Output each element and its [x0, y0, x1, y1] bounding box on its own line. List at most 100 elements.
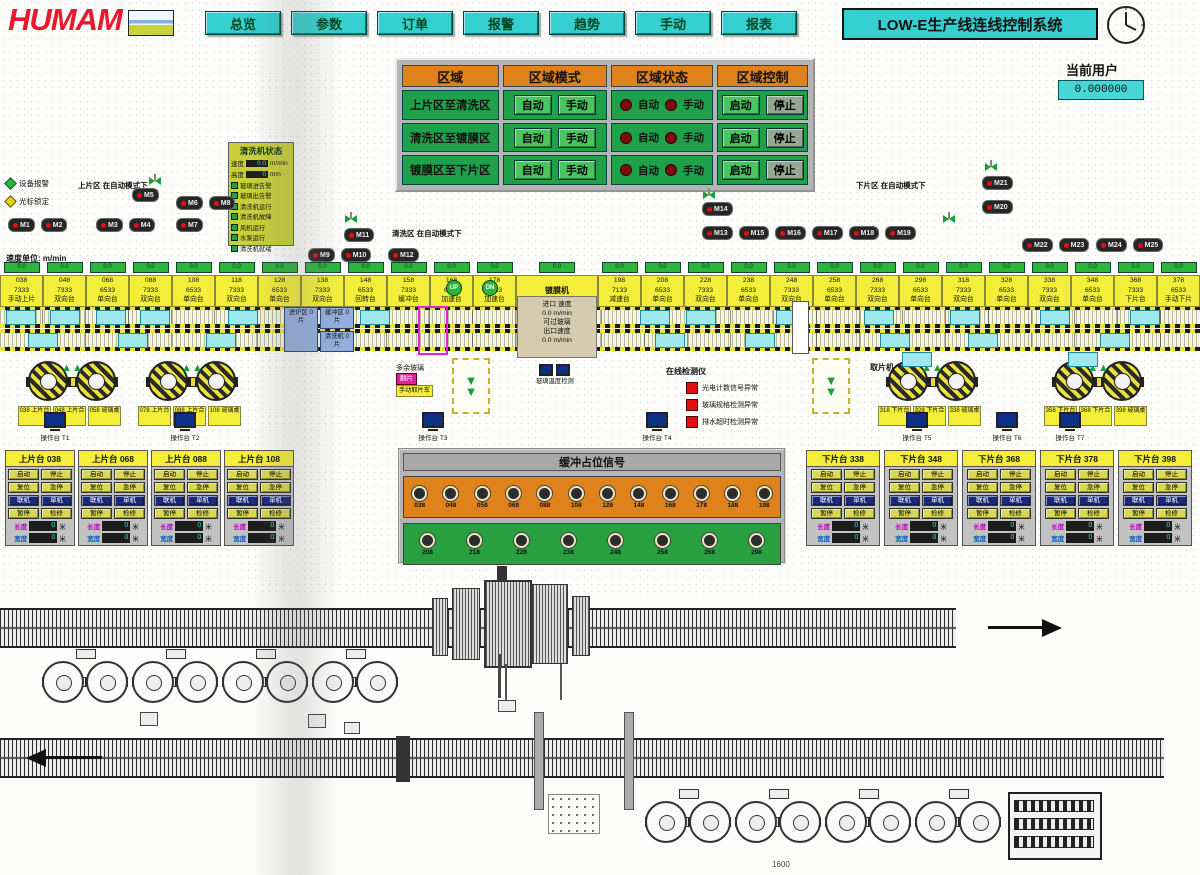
motor-indicator[interactable]: M24 [1096, 238, 1127, 252]
station-standalone-button[interactable]: 单机 [260, 495, 291, 506]
motor-indicator[interactable]: M9 [308, 248, 335, 262]
operator-console[interactable]: 操作台 T3 [408, 412, 458, 442]
motor-indicator[interactable]: M23 [1058, 238, 1090, 252]
station-stop-button[interactable]: 停止 [187, 469, 218, 480]
nav-button[interactable]: 总览 [205, 11, 281, 35]
station-maint-button[interactable]: 检修 [844, 508, 875, 519]
motor-indicator[interactable]: M4 [128, 218, 156, 232]
station-stop-button[interactable]: 停止 [844, 469, 875, 480]
motor-indicator[interactable]: M17 [811, 226, 843, 240]
station-start-button[interactable]: 启动 [1123, 469, 1154, 480]
station-maint-button[interactable]: 检修 [922, 508, 953, 519]
station-start-button[interactable]: 启动 [811, 469, 842, 480]
zone-stop-button[interactable]: 停止 [765, 127, 804, 148]
station-estop-button[interactable]: 急停 [1078, 482, 1109, 493]
motor-indicator[interactable]: M5 [132, 188, 159, 202]
station-standalone-button[interactable]: 单机 [1156, 495, 1187, 506]
motor-indicator[interactable]: M6 [176, 196, 203, 210]
station-estop-button[interactable]: 急停 [844, 482, 875, 493]
station-estop-button[interactable]: 急停 [41, 482, 72, 493]
station-maint-button[interactable]: 检修 [1000, 508, 1031, 519]
station-reset-button[interactable]: 复位 [1045, 482, 1076, 493]
zone-auto-button[interactable]: 自动 [513, 94, 552, 115]
station-stop-button[interactable]: 停止 [41, 469, 72, 480]
zone-manual-button[interactable]: 手动 [557, 160, 596, 181]
station-online-button[interactable]: 联机 [154, 495, 185, 506]
station-stop-button[interactable]: 停止 [114, 469, 145, 480]
station-start-button[interactable]: 启动 [227, 469, 258, 480]
station-stop-button[interactable]: 停止 [1000, 469, 1031, 480]
station-pause-button[interactable]: 暂停 [8, 508, 39, 519]
station-start-button[interactable]: 启动 [967, 469, 998, 480]
station-online-button[interactable]: 联机 [889, 495, 920, 506]
station-maint-button[interactable]: 检修 [1156, 508, 1187, 519]
station-start-button[interactable]: 启动 [81, 469, 112, 480]
nav-button[interactable]: 参数 [291, 11, 367, 35]
operator-console[interactable]: 操作台 T4 [632, 412, 682, 442]
station-pause-button[interactable]: 暂停 [1045, 508, 1076, 519]
station-standalone-button[interactable]: 单机 [1000, 495, 1031, 506]
station-maint-button[interactable]: 检修 [260, 508, 291, 519]
station-online-button[interactable]: 联机 [1123, 495, 1154, 506]
zone-stop-button[interactable]: 停止 [765, 160, 804, 181]
station-pause-button[interactable]: 暂停 [227, 508, 258, 519]
station-online-button[interactable]: 联机 [967, 495, 998, 506]
station-estop-button[interactable]: 急停 [114, 482, 145, 493]
motor-indicator[interactable]: M8 [208, 196, 236, 210]
motor-indicator[interactable]: M11 [344, 228, 375, 242]
station-online-button[interactable]: 联机 [811, 495, 842, 506]
zone-auto-button[interactable]: 自动 [513, 160, 552, 181]
motor-indicator[interactable]: M1 [8, 218, 35, 232]
station-maint-button[interactable]: 检修 [1078, 508, 1109, 519]
motor-indicator[interactable]: M10 [340, 248, 372, 262]
station-maint-button[interactable]: 检修 [187, 508, 218, 519]
operator-console[interactable]: 操作台 T2 [160, 412, 210, 442]
motor-indicator[interactable]: M15 [738, 226, 770, 240]
station-start-button[interactable]: 启动 [154, 469, 185, 480]
station-online-button[interactable]: 联机 [1045, 495, 1076, 506]
station-stop-button[interactable]: 停止 [260, 469, 291, 480]
station-standalone-button[interactable]: 单机 [41, 495, 72, 506]
motor-indicator[interactable]: M16 [775, 226, 806, 240]
station-estop-button[interactable]: 急停 [922, 482, 953, 493]
flip-button[interactable]: 翻片 [396, 373, 417, 385]
station-reset-button[interactable]: 复位 [227, 482, 258, 493]
motor-indicator[interactable]: M14 [702, 202, 733, 216]
motor-indicator[interactable]: M7 [176, 218, 203, 232]
nav-button[interactable]: 报警 [463, 11, 539, 35]
station-online-button[interactable]: 联机 [227, 495, 258, 506]
motor-indicator[interactable]: M25 [1132, 238, 1164, 252]
station-estop-button[interactable]: 急停 [187, 482, 218, 493]
station-standalone-button[interactable]: 单机 [114, 495, 145, 506]
station-reset-button[interactable]: 复位 [154, 482, 185, 493]
station-pause-button[interactable]: 暂停 [1123, 508, 1154, 519]
station-estop-button[interactable]: 急停 [1000, 482, 1031, 493]
station-start-button[interactable]: 启动 [889, 469, 920, 480]
nav-button[interactable]: 订单 [377, 11, 453, 35]
station-estop-button[interactable]: 急停 [260, 482, 291, 493]
zone-manual-button[interactable]: 手动 [557, 127, 596, 148]
station-online-button[interactable]: 联机 [81, 495, 112, 506]
station-standalone-button[interactable]: 单机 [1078, 495, 1109, 506]
motor-indicator[interactable]: M12 [388, 248, 419, 262]
station-reset-button[interactable]: 复位 [889, 482, 920, 493]
station-maint-button[interactable]: 检修 [41, 508, 72, 519]
station-start-button[interactable]: 启动 [8, 469, 39, 480]
